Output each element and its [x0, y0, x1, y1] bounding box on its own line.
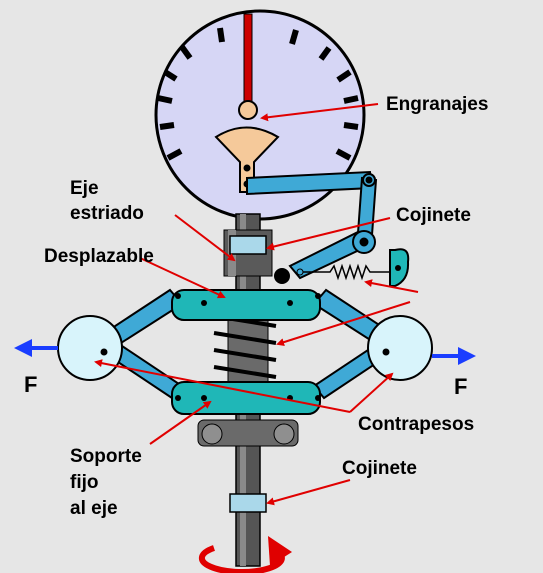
counterweight-right	[367, 315, 433, 381]
linkage	[246, 170, 378, 284]
label-engranajes: Engranajes	[386, 94, 489, 115]
force-arrow-right-icon	[432, 347, 476, 365]
label-force-left: F	[24, 372, 38, 397]
fixed-support	[171, 381, 321, 415]
counterweight-left	[57, 315, 123, 381]
rotation-arrow-icon	[198, 536, 292, 573]
label-contrapesos: Contrapesos	[358, 414, 475, 435]
label-desplazable: Desplazable	[44, 246, 154, 267]
label-eje-line1: Eje	[70, 178, 99, 199]
dial-pointer	[243, 13, 253, 107]
label-cojinete-top: Cojinete	[396, 205, 471, 226]
label-soporte-line3: al eje	[70, 498, 118, 519]
label-soporte-line1: Soporte	[70, 446, 142, 467]
callout-arrows	[94, 103, 419, 506]
spring-assembly	[296, 248, 410, 287]
label-force-right: F	[454, 374, 468, 399]
bearing-bottom	[229, 493, 267, 513]
label-eje-line2: estriado	[70, 203, 144, 224]
dial-ticks	[157, 27, 359, 161]
bearing-top	[229, 235, 267, 255]
label-cojinete-bottom: Cojinete	[342, 458, 417, 479]
sliding-collar	[171, 289, 321, 321]
label-soporte-line2: fijo	[70, 472, 99, 493]
dial	[154, 9, 366, 221]
force-arrow-left-icon	[14, 339, 58, 357]
